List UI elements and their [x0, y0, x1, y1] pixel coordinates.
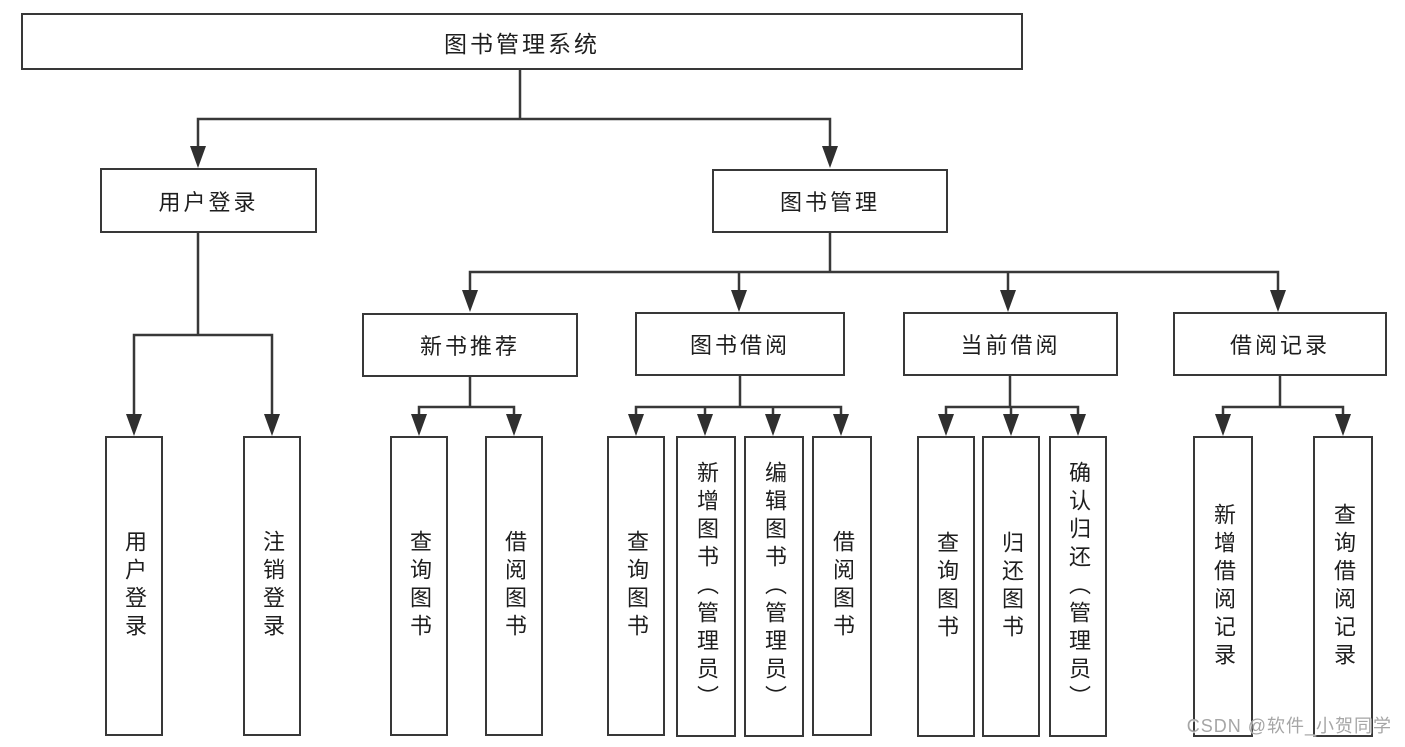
node-book-borrow: 图书借阅	[635, 312, 845, 376]
node-current-borrow-label: 当前借阅	[960, 333, 1061, 358]
leaf-user-login: 用户登录	[105, 436, 163, 736]
leaf-edit-book-admin: 编辑图书（管理员）	[744, 436, 804, 737]
leaf-query-books-recommend: 查询图书	[390, 436, 448, 736]
leaf-query-books-borrow: 查询图书	[607, 436, 665, 736]
leaf-add-borrow-record: 新增借阅记录	[1193, 436, 1253, 737]
leaf-confirm-return-admin: 确认归还（管理员）	[1049, 436, 1107, 737]
node-borrow-records-label: 借阅记录	[1229, 333, 1330, 358]
leaf-return-book: 归还图书	[982, 436, 1040, 737]
leaf-borrow-books-recommend: 借阅图书	[485, 436, 543, 736]
node-root-label: 图书管理系统	[444, 30, 600, 57]
leaf-logout: 注销登录	[243, 436, 301, 736]
node-root: 图书管理系统	[21, 13, 1023, 70]
node-new-book-recommend-label: 新书推荐	[419, 334, 520, 359]
leaf-add-book-admin: 新增图书（管理员）	[676, 436, 736, 737]
leaf-query-borrow-record: 查询借阅记录	[1313, 436, 1373, 737]
arrowheads	[126, 146, 1351, 436]
node-book-management-label: 图书管理	[779, 190, 880, 215]
leaf-query-books-current: 查询图书	[917, 436, 975, 737]
csdn-watermark: CSDN @软件_小贺同学	[1186, 716, 1392, 736]
node-new-book-recommend: 新书推荐	[362, 313, 578, 377]
node-current-borrow: 当前借阅	[903, 312, 1118, 376]
node-book-management: 图书管理	[712, 169, 948, 233]
leaf-borrow-books-2: 借阅图书	[812, 436, 872, 736]
node-borrow-records: 借阅记录	[1173, 312, 1387, 376]
node-user-login: 用户登录	[100, 168, 317, 233]
node-user-login-label: 用户登录	[158, 189, 259, 215]
node-book-borrow-label: 图书借阅	[689, 333, 790, 358]
